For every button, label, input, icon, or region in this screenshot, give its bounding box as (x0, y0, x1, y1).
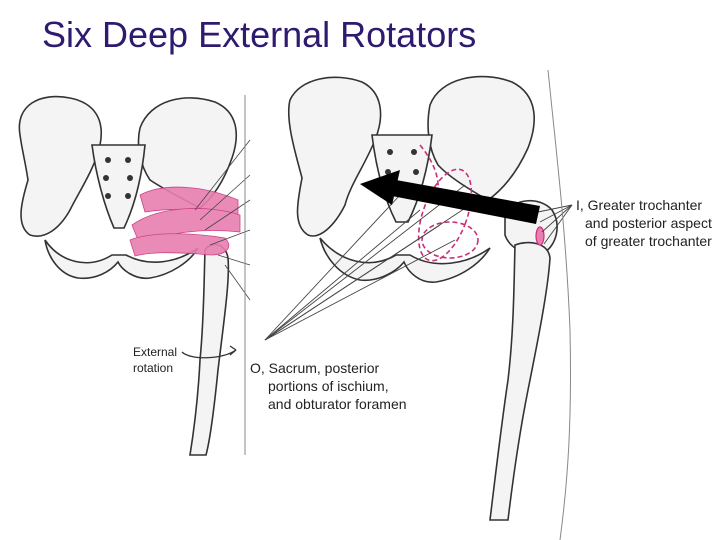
right-pubic-arch (319, 237, 491, 283)
slide-title: Six Deep External Rotators (42, 14, 477, 55)
right-insertion-attachment (535, 226, 545, 246)
external-rotation-arrow-icon (181, 349, 237, 359)
right-ilium-left (287, 76, 382, 237)
direction-arrow-icon (360, 170, 540, 224)
origin-label: O, Sacrum, posterior portions of ischium… (250, 360, 407, 412)
right-origin-attachment-outlines (417, 144, 479, 262)
external-rotation-label: External rotation (133, 345, 180, 375)
left-ilium-left (18, 95, 102, 237)
left-sacrum (91, 144, 146, 229)
left-ilium-right (137, 97, 238, 209)
left-pointer-lines (194, 139, 251, 301)
left-deep-rotator-muscles (129, 186, 241, 257)
left-pelvis-figure (18, 95, 238, 456)
left-pubic-arch (44, 239, 199, 280)
insertion-label: I, Greater trochanter and posterior aspe… (576, 197, 716, 249)
right-femur (489, 241, 551, 521)
right-body-outline (547, 69, 571, 540)
origin-pointer-lines (264, 184, 471, 341)
left-sacrum-foramina (103, 157, 133, 199)
right-ilium-right (427, 75, 535, 201)
rotation-arrowhead-icon (229, 345, 237, 356)
insertion-pointer-lines (537, 204, 573, 245)
left-femur (189, 243, 230, 456)
right-pelvis-figure (287, 75, 558, 521)
